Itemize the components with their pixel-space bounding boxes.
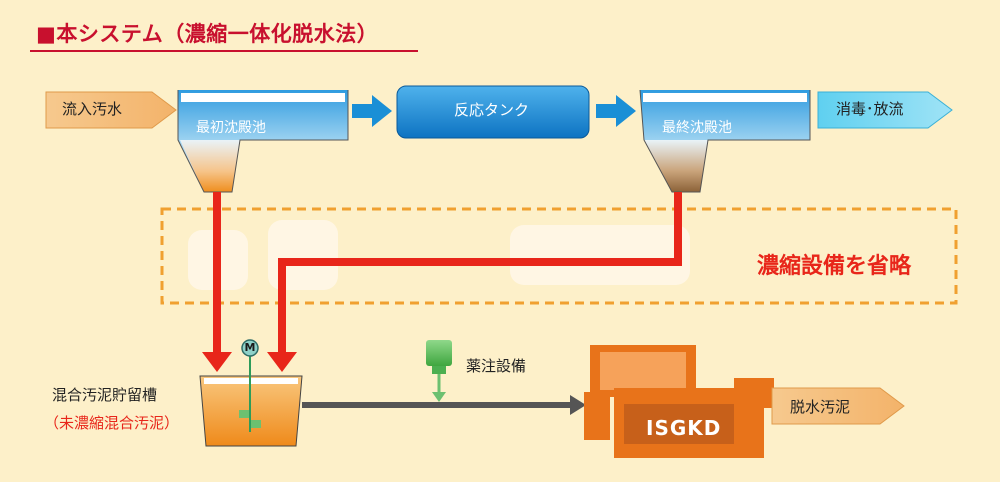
influent-arrow bbox=[45, 91, 177, 129]
reaction-tank-box bbox=[396, 85, 590, 139]
bg-blob bbox=[510, 225, 690, 285]
sludge-cake-label: 脱水汚泥 bbox=[790, 398, 851, 416]
effluent-arrow bbox=[817, 91, 953, 129]
mixing-tank bbox=[199, 339, 303, 447]
omitted-note: 濃縮設備を省略 bbox=[757, 254, 912, 279]
title-underline bbox=[30, 50, 418, 52]
isgkd-machine bbox=[584, 345, 774, 458]
mixing-tank-label: 混合汚泥貯留槽 bbox=[52, 386, 158, 404]
mixing-tank-sublabel: （未濃縮混合汚泥） bbox=[44, 414, 180, 432]
flow-arrow bbox=[352, 95, 392, 127]
effluent-label: 消毒･放流 bbox=[836, 100, 904, 118]
final-clarifier-label: 最終沈殿池 bbox=[662, 120, 732, 136]
feed-arrowhead bbox=[570, 395, 586, 415]
chemical-equipment-label: 薬注設備 bbox=[466, 357, 527, 375]
page-title: ■本システム（濃縮一体化脱水法） bbox=[36, 22, 379, 46]
motor-icon bbox=[241, 339, 259, 357]
reaction-tank-label: 反応タンク bbox=[454, 101, 530, 119]
feed-line bbox=[302, 402, 572, 408]
sludge-lines bbox=[202, 192, 682, 372]
motor-label: M bbox=[244, 341, 256, 354]
chemical-dosing bbox=[426, 340, 452, 402]
final-clarifier bbox=[639, 89, 811, 193]
influent-label: 流入汚水 bbox=[62, 100, 123, 118]
primary-clarifier-label: 最初沈殿池 bbox=[196, 120, 266, 136]
sludge-cake-arrow bbox=[771, 387, 905, 425]
flow-arrow bbox=[596, 95, 636, 127]
omitted-thickener-box bbox=[160, 207, 958, 305]
primary-clarifier bbox=[177, 90, 349, 193]
isgkd-label: ISGKD bbox=[646, 416, 722, 440]
